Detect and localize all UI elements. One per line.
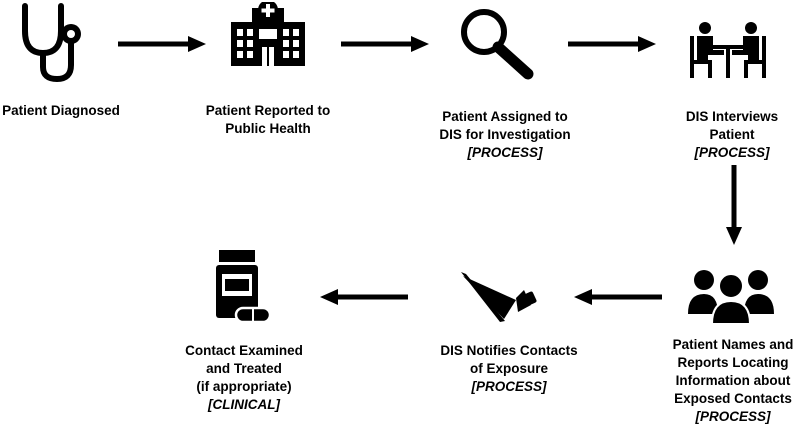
hospital-icon: [231, 2, 305, 66]
step-label-reported: Patient Reported to Public Health: [188, 102, 348, 138]
step-label-examined: Contact Examined and Treated (if appropr…: [172, 342, 316, 414]
step-label-diagnosed: Patient Diagnosed: [0, 102, 122, 120]
step-line: (if appropriate): [196, 379, 292, 394]
step-label-interviews: DIS Interviews Patient [PROCESS]: [662, 108, 800, 162]
step-line: of Exposure: [469, 361, 548, 376]
step-line: Patient Names and: [672, 337, 794, 352]
step-label-names: Patient Names and Reports Locating Infor…: [666, 336, 800, 426]
step-tag: [PROCESS]: [694, 145, 770, 160]
step-label-notifies: DIS Notifies Contacts of Exposure [PROCE…: [424, 342, 594, 396]
step-tag: [PROCESS]: [695, 409, 771, 424]
step-label-assigned: Patient Assigned to DIS for Investigatio…: [420, 108, 590, 162]
step-line: Patient Diagnosed: [2, 103, 120, 118]
step-line: Patient Assigned to: [442, 109, 568, 124]
step-line: Exposed Contacts: [674, 391, 792, 406]
step-line: DIS Notifies Contacts: [440, 343, 578, 358]
interview-icon: [690, 22, 766, 78]
step-line: DIS Interviews: [685, 109, 779, 124]
stethoscope-icon: [22, 3, 81, 83]
step-tag: [PROCESS]: [471, 379, 547, 394]
step-line: Public Health: [225, 121, 311, 136]
step-line: Information about: [675, 373, 791, 388]
step-line: DIS for Investigation: [439, 127, 571, 142]
medication-icon: [216, 250, 272, 324]
step-tag: [CLINICAL]: [208, 397, 280, 412]
magnifier-icon: [461, 9, 534, 80]
megaphone-icon: [461, 272, 537, 322]
arrow-assigned-to-interviews: [568, 36, 656, 52]
step-line: Reports Locating: [677, 355, 789, 370]
arrow-interviews-to-names: [726, 165, 742, 245]
step-line: Patient: [709, 127, 755, 142]
step-line: and Treated: [206, 361, 282, 376]
arrow-notifies-to-examined: [320, 289, 408, 305]
arrow-names-to-notifies: [574, 289, 662, 305]
people-group-icon: [688, 270, 774, 324]
arrow-reported-to-assigned: [341, 36, 429, 52]
step-line: Patient Reported to: [205, 103, 331, 118]
step-tag: [PROCESS]: [467, 145, 543, 160]
arrow-diagnosed-to-reported: [118, 36, 206, 52]
step-line: Contact Examined: [185, 343, 303, 358]
